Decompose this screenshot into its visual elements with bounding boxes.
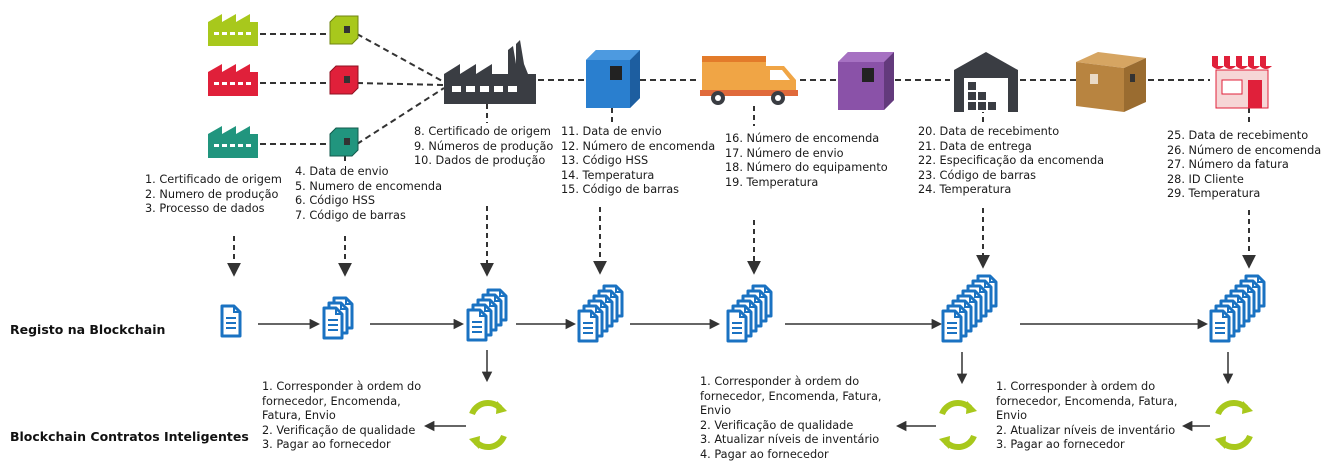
- list-item: 14. Temperatura: [561, 168, 655, 182]
- stage-6-data-list: 20. Data de recebimento 21. Data de entr…: [918, 125, 1104, 198]
- truck-icon: [700, 56, 798, 105]
- smart-contract-1-list: 1. Corresponder à ordem do fornecedor, E…: [262, 380, 421, 453]
- list-item: 3. Atualizar níveis de inventário: [700, 433, 880, 447]
- list-item: 19. Temperatura: [725, 175, 819, 189]
- document-stack-icon: [941, 274, 998, 343]
- smart-contract-2-list: 1. Corresponder à ordem do fornecedor, E…: [700, 375, 881, 463]
- shipping-container-icon: [838, 52, 894, 110]
- list-item: 24. Temperatura: [918, 183, 1012, 197]
- list-item: 7. Código de barras: [295, 208, 406, 222]
- list-item: 1. Corresponder à ordem do: [262, 380, 422, 393]
- document-stack-icon: [220, 304, 242, 338]
- cycle-icon: [469, 399, 507, 451]
- list-item: fornecedor, Encomenda,: [262, 394, 401, 408]
- cycle-icon: [1215, 399, 1253, 451]
- document-stack-icon: [1209, 274, 1266, 343]
- list-item: 6. Código HSS: [295, 194, 375, 208]
- stage-4-data-list: 11. Data de envio 12. Número de encomend…: [561, 125, 715, 198]
- list-item: fornecedor, Encomenda, Fatura,: [700, 389, 882, 403]
- stage-2-data-list: 4. Data de envio 5. Numero de encomenda …: [295, 165, 442, 223]
- factory-icon: [208, 126, 258, 158]
- stage-3-data-list: 8. Certificado de origem 9. Números de p…: [414, 125, 553, 169]
- list-item: 12. Número de encomenda: [561, 139, 716, 153]
- list-item: 3. Processo de dados: [145, 202, 265, 216]
- list-item: 25. Data de recebimento: [1167, 129, 1309, 142]
- document-stack-icon: [322, 296, 354, 340]
- list-item: 15. Código de barras: [561, 183, 680, 197]
- factory-icon: [208, 64, 258, 96]
- list-item: 3. Pagar ao fornecedor: [262, 438, 391, 452]
- list-item: 21. Data de entrega: [918, 139, 1032, 153]
- list-to-record-arrows: [227, 206, 1256, 277]
- list-item: 17. Número de envio: [725, 146, 844, 160]
- list-item: 11. Data de envio: [561, 125, 662, 138]
- factory-icon: [208, 14, 258, 46]
- list-item: Fatura, Envio: [262, 409, 336, 423]
- warehouse-icon: [954, 52, 1018, 112]
- contract-arrows: [423, 350, 1234, 432]
- row-label-smart-contracts: Blockchain Contratos Inteligentes: [10, 429, 249, 444]
- smart-contract-3-list: 1. Corresponder à ordem do fornecedor, E…: [996, 380, 1177, 453]
- list-item: Envio: [996, 409, 1028, 423]
- list-item: 27. Número da fatura: [1167, 158, 1289, 172]
- list-item: 26. Número de encomenda: [1167, 143, 1322, 157]
- document-stack-icon: [726, 284, 773, 343]
- store-icon: [1212, 56, 1272, 109]
- list-item: 10. Dados de produção: [414, 154, 546, 168]
- list-item: 29. Temperatura: [1167, 187, 1261, 201]
- list-item: 16. Número de encomenda: [725, 132, 880, 145]
- stage-5-data-list: 16. Número de encomenda 17. Número de en…: [725, 132, 888, 190]
- list-item: fornecedor, Encomenda, Fatura,: [996, 394, 1178, 408]
- list-item: 2. Verificação de qualidade: [700, 418, 854, 432]
- list-item: 8. Certificado de origem: [414, 125, 551, 138]
- document-stack-icon: [466, 288, 508, 342]
- factory-links: [260, 33, 1210, 145]
- shipping-container-icon: [586, 50, 640, 108]
- list-item: 2. Atualizar níveis de inventário: [996, 423, 1176, 437]
- list-item: 1. Corresponder à ordem do: [700, 375, 860, 388]
- list-item: 4. Data de envio: [295, 165, 389, 178]
- small-container-icon: [329, 65, 359, 95]
- list-item: 18. Número do equipamento: [725, 161, 888, 175]
- list-item: 28. ID Cliente: [1167, 172, 1244, 186]
- cardboard-box-icon: [1076, 52, 1146, 112]
- list-item: 3. Pagar ao fornecedor: [996, 438, 1125, 452]
- list-item: 1. Certificado de origem: [145, 173, 282, 186]
- list-item: 4. Pagar ao fornecedor: [700, 447, 829, 461]
- cycle-icon: [939, 399, 977, 451]
- small-container-icon: [329, 127, 359, 157]
- list-item: 5. Numero de encomenda: [295, 179, 442, 193]
- list-item: 2. Numero de produção: [145, 187, 279, 201]
- list-item: 13. Código HSS: [561, 154, 649, 168]
- main-factory-icon: [444, 40, 536, 104]
- list-item: 20. Data de recebimento: [918, 125, 1060, 138]
- list-item: Envio: [700, 404, 732, 418]
- list-item: 23. Código de barras: [918, 168, 1037, 182]
- stage-7-data-list: 25. Data de recebimento 26. Número de en…: [1167, 129, 1321, 202]
- small-container-icon: [329, 15, 359, 45]
- list-item: 2. Verificação de qualidade: [262, 423, 416, 437]
- row-label-blockchain-record: Registo na Blockchain: [10, 322, 166, 337]
- document-stack-icon: [577, 284, 624, 343]
- list-item: 9. Números de produção: [414, 139, 554, 153]
- list-item: 22. Especificação da encomenda: [918, 154, 1105, 168]
- stage-1-data-list: 1. Certificado de origem 2. Numero de pr…: [145, 173, 282, 217]
- list-item: 1. Corresponder à ordem do: [996, 380, 1156, 393]
